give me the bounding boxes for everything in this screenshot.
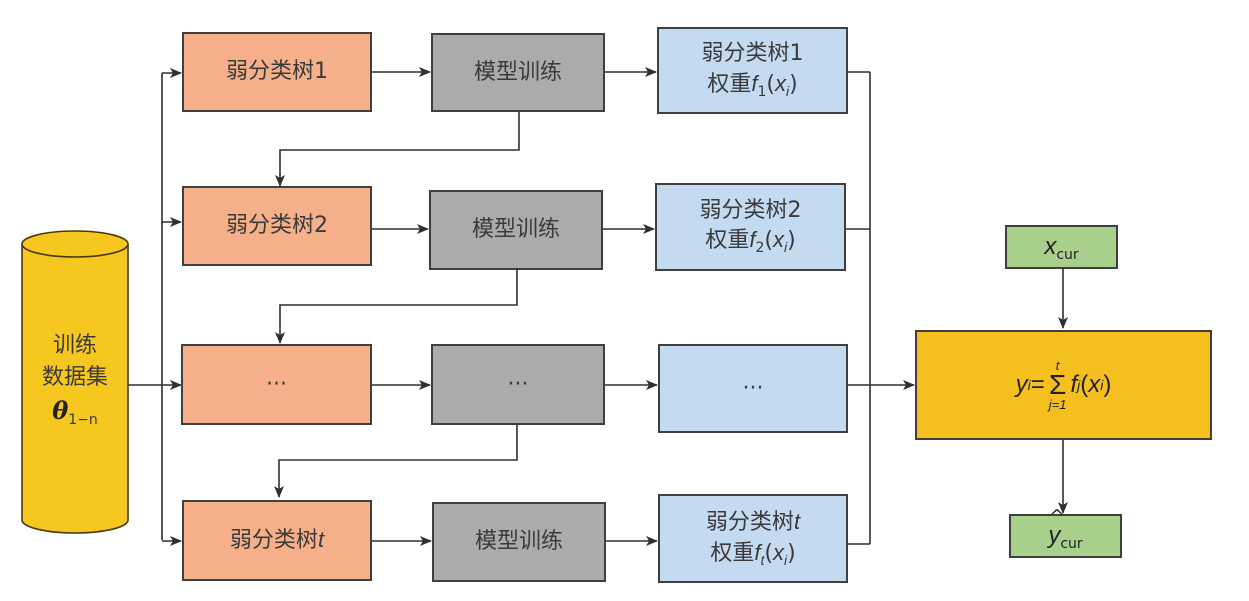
dataset-theta: θ1−n (22, 394, 128, 430)
weight-1-line2: 权重f1(xi) (707, 70, 798, 100)
weight-box-ellipsis: ··· (658, 344, 848, 433)
weight-t-line1: 弱分类树t (705, 509, 801, 536)
model-training-2-label: 模型训练 (471, 217, 560, 243)
model-training-ellipsis-label: ··· (507, 371, 529, 397)
dataset-label: 训练 数据集 θ1−n (22, 330, 128, 430)
model-training-1-label: 模型训练 (473, 59, 562, 85)
theta-symbol: θ (52, 395, 69, 425)
model-training-2: 模型训练 (429, 190, 603, 270)
weight-2-line2: 权重f2(xi) (705, 227, 796, 257)
theta-subscript: 1−n (68, 411, 98, 428)
weight-box-1: 弱分类树1 权重f1(xi) (657, 27, 848, 114)
model-training-1: 模型训练 (431, 33, 605, 112)
weak-tree-2-label: 弱分类树2 (225, 213, 328, 239)
dataset-line2: 数据集 (41, 364, 108, 390)
model-training-t: 模型训练 (432, 502, 606, 582)
weight-box-2: 弱分类树2 权重f2(xi) (655, 183, 846, 271)
input-xcur-box: xcur (1005, 225, 1118, 269)
weight-box-t: 弱分类树t 权重ft(xi) (658, 494, 848, 583)
feedback-train3-to-treet (274, 425, 518, 498)
weight-t-line2: 权重ft(xi) (710, 539, 796, 568)
weak-tree-2: 弱分类树2 (182, 186, 372, 266)
feedback-train1-to-tree2 (275, 111, 520, 187)
output-yhat-label: ^ycur (1048, 505, 1083, 552)
dataset-cylinder (21, 230, 129, 534)
weight-2-line1: 弱分类树2 (699, 197, 802, 223)
weak-tree-1-label: 弱分类树1 (225, 59, 328, 85)
model-training-ellipsis: ··· (431, 344, 605, 425)
weight-1-line1: 弱分类树1 (701, 41, 804, 67)
summation: t Σ j=1 (1048, 358, 1067, 412)
output-yhat-box: ^ycur (1009, 505, 1122, 558)
weak-tree-t-label: 弱分类树t (229, 527, 325, 554)
weak-tree-1: 弱分类树1 (182, 32, 372, 112)
weak-tree-ellipsis: ··· (181, 344, 372, 425)
model-training-t-label: 模型训练 (474, 529, 563, 555)
weak-tree-ellipsis-label: ··· (266, 371, 287, 397)
weight-ellipsis-label: ··· (742, 375, 764, 401)
input-xcur-label: xcur (1044, 232, 1079, 263)
feedback-train2-to-tree3 (275, 270, 518, 344)
dataset-line1: 训练 (52, 333, 97, 358)
weak-tree-t: 弱分类树t (182, 500, 372, 581)
